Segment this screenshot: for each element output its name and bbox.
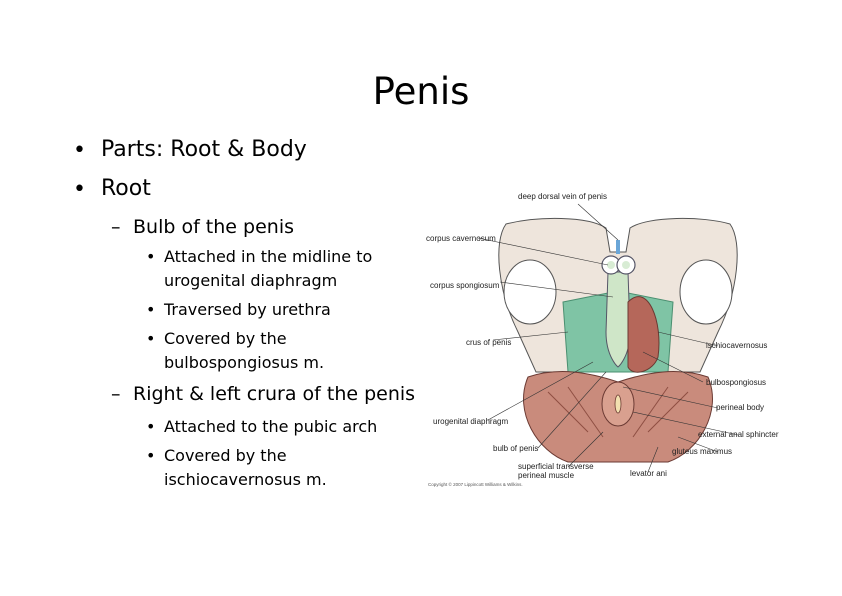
figure-copyright: Copyright © 2007 Lippincott Williams & W…: [428, 481, 523, 487]
label-perineal-body: perineal body: [716, 403, 764, 412]
corpus-cavernosum-lumen-shape: [607, 261, 615, 269]
label-bulb-of-penis: bulb of penis: [493, 444, 538, 453]
bullet-dot: •: [73, 138, 86, 163]
label-bulbospongiosus: bulbospongiosus: [706, 378, 766, 387]
label-levator-ani: levator ani: [630, 469, 667, 478]
bullet-dot: •: [146, 446, 156, 465]
anus-shape: [614, 394, 622, 414]
bullet-bulb-attached-2: urogenital diaphragm: [164, 271, 338, 290]
bullet-dot: •: [146, 417, 156, 436]
bullet-parts: Parts: Root & Body: [101, 137, 307, 162]
bullet-dot: •: [146, 247, 156, 266]
bullet-bulb-attached-1: Attached in the midline to: [164, 247, 373, 266]
dorsal-vein-shape: [616, 240, 620, 254]
bullet-crura-covered-1: Covered by the: [164, 446, 287, 465]
bullet-crura: Right & left crura of the penis: [133, 383, 416, 405]
label-corpus-spongiosum: corpus spongiosum: [430, 281, 500, 290]
label-corpus-cavernosum: corpus cavernosum: [426, 234, 496, 243]
bullet-dash: –: [111, 216, 121, 238]
label-superficial-transverse-1: superficial transverse: [518, 462, 594, 471]
bullet-bulb-traversed: Traversed by urethra: [164, 300, 331, 319]
bullet-bulb-covered-1: Covered by the: [164, 329, 287, 348]
label-urogenital-diaphragm: urogenital diaphragm: [433, 417, 508, 426]
bullet-dot: •: [73, 177, 86, 202]
label-superficial-transverse-2: perineal muscle: [518, 471, 575, 480]
left-obturator-foramen-shape: [503, 259, 557, 325]
bullet-dot: •: [146, 300, 156, 319]
bullet-crura-attached: Attached to the pubic arch: [164, 417, 378, 436]
bullet-bulb: Bulb of the penis: [133, 216, 294, 238]
label-deep-dorsal-vein: deep dorsal vein of penis: [518, 192, 607, 201]
muscle-fiber-lines: [547, 386, 689, 438]
bulbospongiosus-shape: [627, 296, 660, 373]
bullet-dot: •: [146, 329, 156, 348]
label-ischiocavernosus: ischiocavernosus: [706, 341, 767, 350]
bullet-root: Root: [101, 176, 151, 201]
leader-lines: [477, 203, 739, 473]
bullet-crura-covered-2: ischiocavernosus m.: [164, 470, 327, 489]
bullet-bulb-covered-2: bulbospongiosus m.: [164, 353, 325, 372]
corpus-spongiosum-shape: [605, 271, 631, 368]
label-crus: crus of penis: [466, 338, 511, 347]
label-gluteus-maximus: gluteus maximus: [672, 447, 732, 456]
label-external-anal-sphincter: external anal sphincter: [698, 430, 779, 439]
slide-title: Penis: [372, 70, 470, 113]
right-obturator-foramen-shape: [679, 259, 733, 325]
corpus-cavernosum-lumen-shape: [622, 261, 630, 269]
perineum-anatomy-figure: deep dorsal vein of penis corpus caverno…: [426, 192, 779, 487]
bullet-dash: –: [111, 383, 121, 405]
